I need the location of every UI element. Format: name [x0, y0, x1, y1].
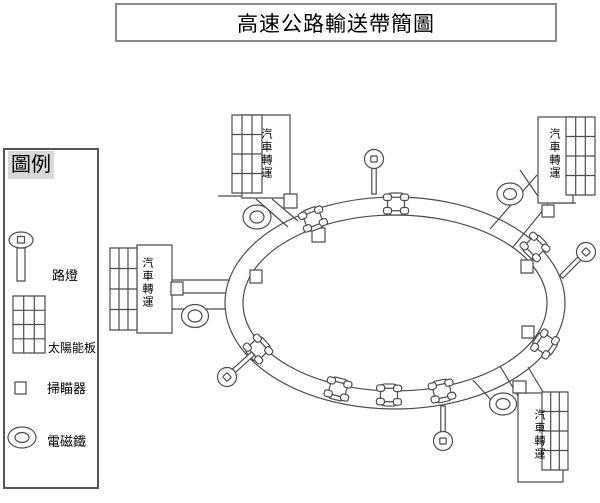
station-label-left: 汽車轉運 — [141, 257, 153, 309]
station-label-top-left: 汽車轉運 — [260, 128, 272, 180]
solar-panel-bottom-right — [542, 392, 568, 470]
scanner-icon — [15, 382, 26, 394]
scanner — [250, 270, 262, 283]
solar-panel-left — [110, 248, 137, 330]
street-light-icon — [9, 232, 33, 281]
belt-car — [517, 229, 553, 265]
scanner — [542, 205, 554, 217]
belt-car — [426, 377, 458, 405]
belt-car — [375, 383, 403, 407]
title-text: 高速公路輸送帶簡圖 — [237, 11, 435, 36]
scanner — [522, 326, 534, 338]
electromagnet-top-left — [243, 205, 271, 229]
scanner — [513, 381, 526, 393]
solar-panel-icon — [13, 296, 45, 353]
street-light — [363, 148, 385, 195]
street-light — [432, 405, 454, 452]
belt-inner-ellipse — [243, 215, 547, 391]
street-light — [212, 345, 260, 392]
scanner — [521, 260, 533, 273]
solar-panel-top-left — [232, 115, 262, 193]
legend-label-scanner: 掃瞄器 — [47, 381, 87, 396]
belt-outer-ellipse — [225, 197, 565, 409]
scanner — [284, 194, 297, 208]
electromagnet-left — [182, 305, 209, 328]
solar-panel-top-right — [566, 117, 595, 195]
electromagnet-icon — [8, 427, 36, 448]
belt-car — [382, 192, 410, 216]
street-light — [553, 237, 600, 285]
legend-header: 圖例 — [8, 151, 54, 179]
legend-label-street-light: 路燈 — [52, 268, 79, 283]
legend-box — [3, 148, 99, 489]
scanner — [171, 282, 183, 295]
belt-car — [322, 374, 354, 404]
legend-label-solar-panel: 太陽能板 — [48, 341, 97, 355]
legend-label-electromagnet: 電磁鐵 — [47, 434, 87, 449]
station-box-left — [137, 245, 172, 333]
page-title: 高速公路輸送帶簡圖 — [115, 3, 557, 42]
station-label-top-right: 汽車轉運 — [548, 128, 560, 180]
electromagnet-bottom-right — [490, 393, 517, 415]
station-label-bottom-right: 汽車轉運 — [533, 409, 545, 461]
electromagnet-top-right — [497, 183, 523, 205]
